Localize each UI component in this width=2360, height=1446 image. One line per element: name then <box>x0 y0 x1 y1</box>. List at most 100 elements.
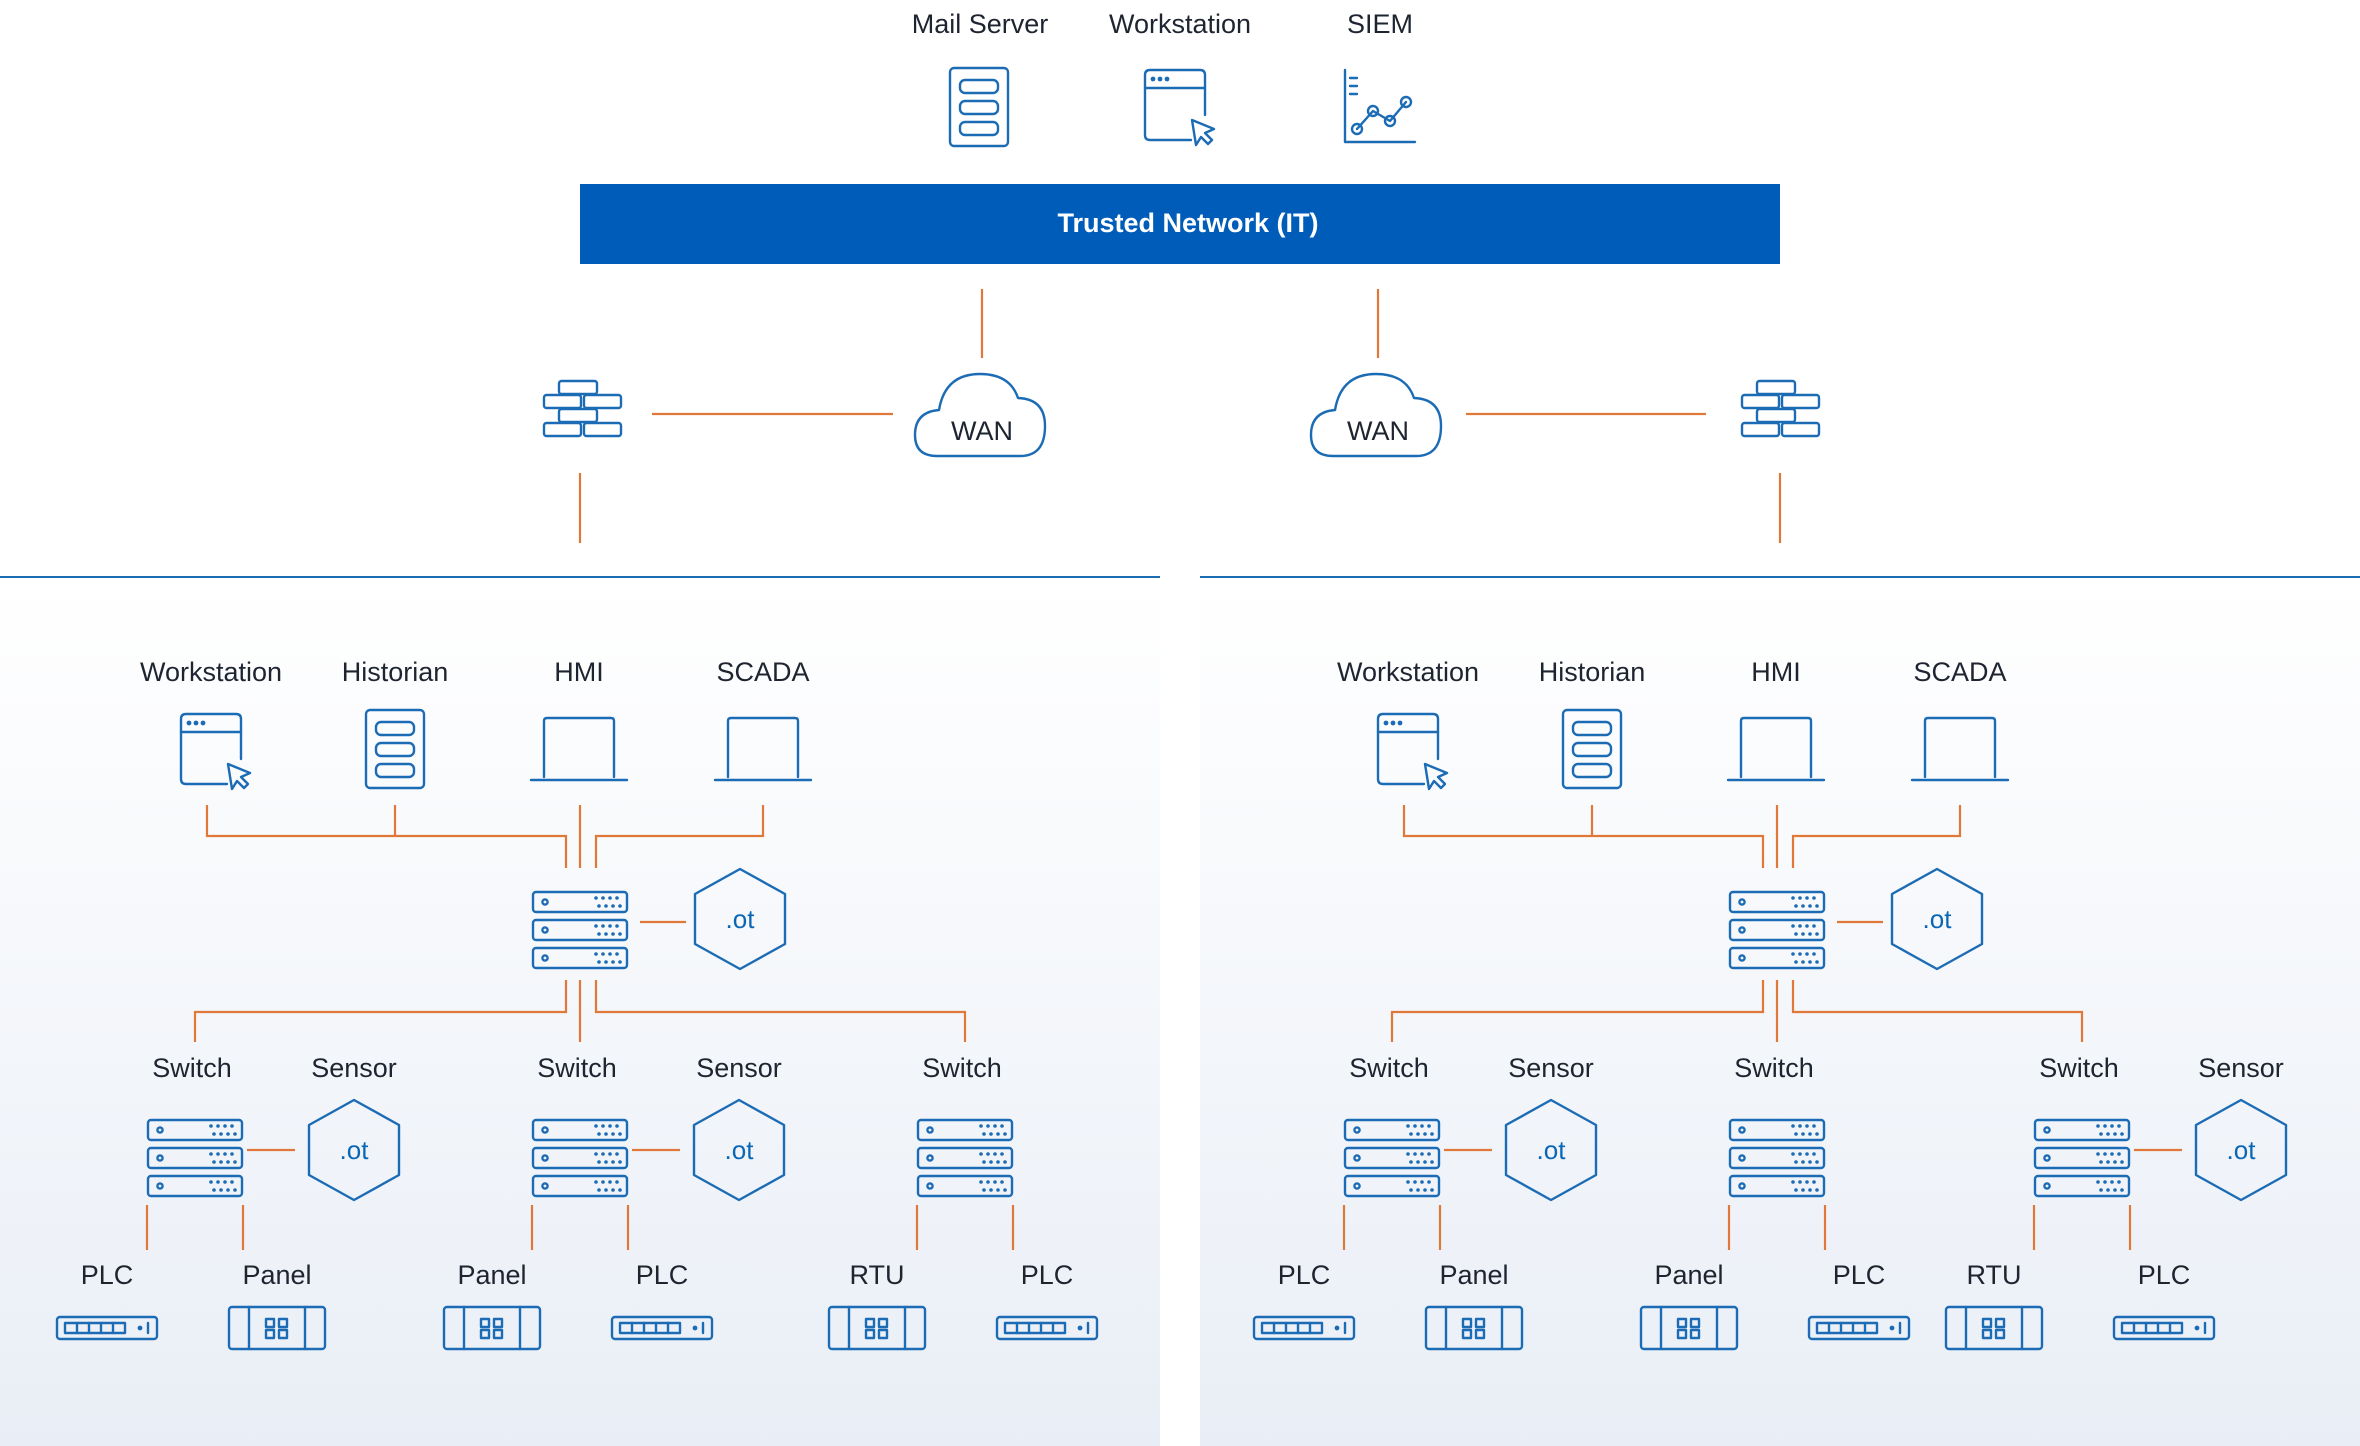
switch-label: Switch <box>537 1053 617 1083</box>
ot-badge-label: .ot <box>1923 904 1953 934</box>
device-label: Panel <box>1439 1260 1508 1290</box>
device-label: Panel <box>242 1260 311 1290</box>
historian-server-icon <box>1561 708 1623 790</box>
switch-label: Switch <box>1734 1053 1814 1083</box>
device-label: SCADA <box>1913 657 2006 687</box>
ot-sensor-icon: .ot <box>307 1098 401 1202</box>
plc-icon <box>1807 1315 1911 1341</box>
plc-icon <box>2112 1315 2216 1341</box>
siem-chart-icon <box>1343 68 1417 144</box>
trusted-network-label: Trusted Network (IT) <box>1057 208 1318 238</box>
core-switch <box>531 890 629 970</box>
device-label: PLC <box>636 1260 689 1290</box>
wan-cloud-right: WAN <box>1309 372 1443 458</box>
ot-sensor-icon: .ot <box>1890 867 1984 971</box>
device-label: Panel <box>457 1260 526 1290</box>
device-label: PLC <box>1833 1260 1886 1290</box>
server-icon <box>948 66 1010 148</box>
device-label: RTU <box>1966 1260 2021 1290</box>
control-device-scada: SCADA <box>1910 657 2010 782</box>
scada-laptop-icon <box>1910 716 2010 782</box>
device-label: Workstation <box>140 657 282 687</box>
device-label: HMI <box>1751 657 1801 687</box>
wan-cloud-left: WAN <box>913 372 1047 458</box>
field-switch <box>146 1118 244 1198</box>
control-device-workstation: Workstation <box>140 657 282 791</box>
ot-sensor-icon: .ot <box>1504 1098 1598 1202</box>
device-label: SCADA <box>716 657 809 687</box>
control-device-workstation: Workstation <box>1337 657 1479 791</box>
device-label: Historian <box>342 657 449 687</box>
panel-icon <box>1424 1305 1524 1351</box>
trusted-device-siem: SIEM <box>1343 9 1417 144</box>
sensor-label: Sensor <box>311 1053 397 1083</box>
device-label: Workstation <box>1109 9 1251 39</box>
plc-icon <box>995 1315 1099 1341</box>
ot-badge-label: .ot <box>725 1135 755 1165</box>
control-device-historian: Historian <box>1539 657 1646 790</box>
hmi-laptop-icon <box>529 716 629 782</box>
panel-icon <box>442 1305 542 1351</box>
workstation-icon <box>1376 712 1449 791</box>
historian-server-icon <box>364 708 426 790</box>
device-label: Historian <box>1539 657 1646 687</box>
sensor-label: Sensor <box>696 1053 782 1083</box>
device-label: Panel <box>1654 1260 1723 1290</box>
core-switch <box>1728 890 1826 970</box>
control-device-hmi: HMI <box>1726 657 1826 782</box>
ot-badge-label: .ot <box>2227 1135 2257 1165</box>
field-switch <box>1728 1118 1826 1198</box>
control-device-hmi: HMI <box>529 657 629 782</box>
device-label: Mail Server <box>912 9 1049 39</box>
device-label: PLC <box>1278 1260 1331 1290</box>
workstation-icon <box>1143 68 1216 147</box>
plc-icon <box>610 1315 714 1341</box>
device-label: PLC <box>2138 1260 2191 1290</box>
field-switch <box>1343 1118 1441 1198</box>
plc-icon <box>55 1315 159 1341</box>
device-label: RTU <box>849 1260 904 1290</box>
ot-badge-label: .ot <box>340 1135 370 1165</box>
switch-label: Switch <box>152 1053 232 1083</box>
field-switch <box>2033 1118 2131 1198</box>
field-switch <box>916 1118 1014 1198</box>
rtu-icon <box>827 1305 927 1351</box>
panel-icon <box>1639 1305 1739 1351</box>
ot-zone-right <box>1200 577 2360 1446</box>
sensor-label: Sensor <box>2198 1053 2284 1083</box>
workstation-icon <box>179 712 252 791</box>
switch-label: Switch <box>2039 1053 2119 1083</box>
device-label: Workstation <box>1337 657 1479 687</box>
ot-sensor-icon: .ot <box>693 867 787 971</box>
hmi-laptop-icon <box>1726 716 1826 782</box>
trusted-network-banner <box>580 184 1780 264</box>
switch-label: Switch <box>922 1053 1002 1083</box>
control-device-scada: SCADA <box>713 657 813 782</box>
rtu-icon <box>1944 1305 2044 1351</box>
device-label: PLC <box>1021 1260 1074 1290</box>
ot-badge-label: .ot <box>1537 1135 1567 1165</box>
device-label: SIEM <box>1347 9 1413 39</box>
scada-laptop-icon <box>713 716 813 782</box>
plc-icon <box>1252 1315 1356 1341</box>
ot-sensor-icon: .ot <box>2194 1098 2288 1202</box>
panel-icon <box>227 1305 327 1351</box>
trusted-device-mail-server: Mail Server <box>912 9 1049 148</box>
firewall-icon <box>542 379 623 438</box>
ot-sensor-icon: .ot <box>692 1098 786 1202</box>
switch-label: Switch <box>1349 1053 1429 1083</box>
firewall-icon <box>1740 379 1821 438</box>
sensor-label: Sensor <box>1508 1053 1594 1083</box>
wan-label: WAN <box>951 416 1013 446</box>
ot-badge-label: .ot <box>726 904 756 934</box>
field-switch <box>531 1118 629 1198</box>
control-device-historian: Historian <box>342 657 449 790</box>
